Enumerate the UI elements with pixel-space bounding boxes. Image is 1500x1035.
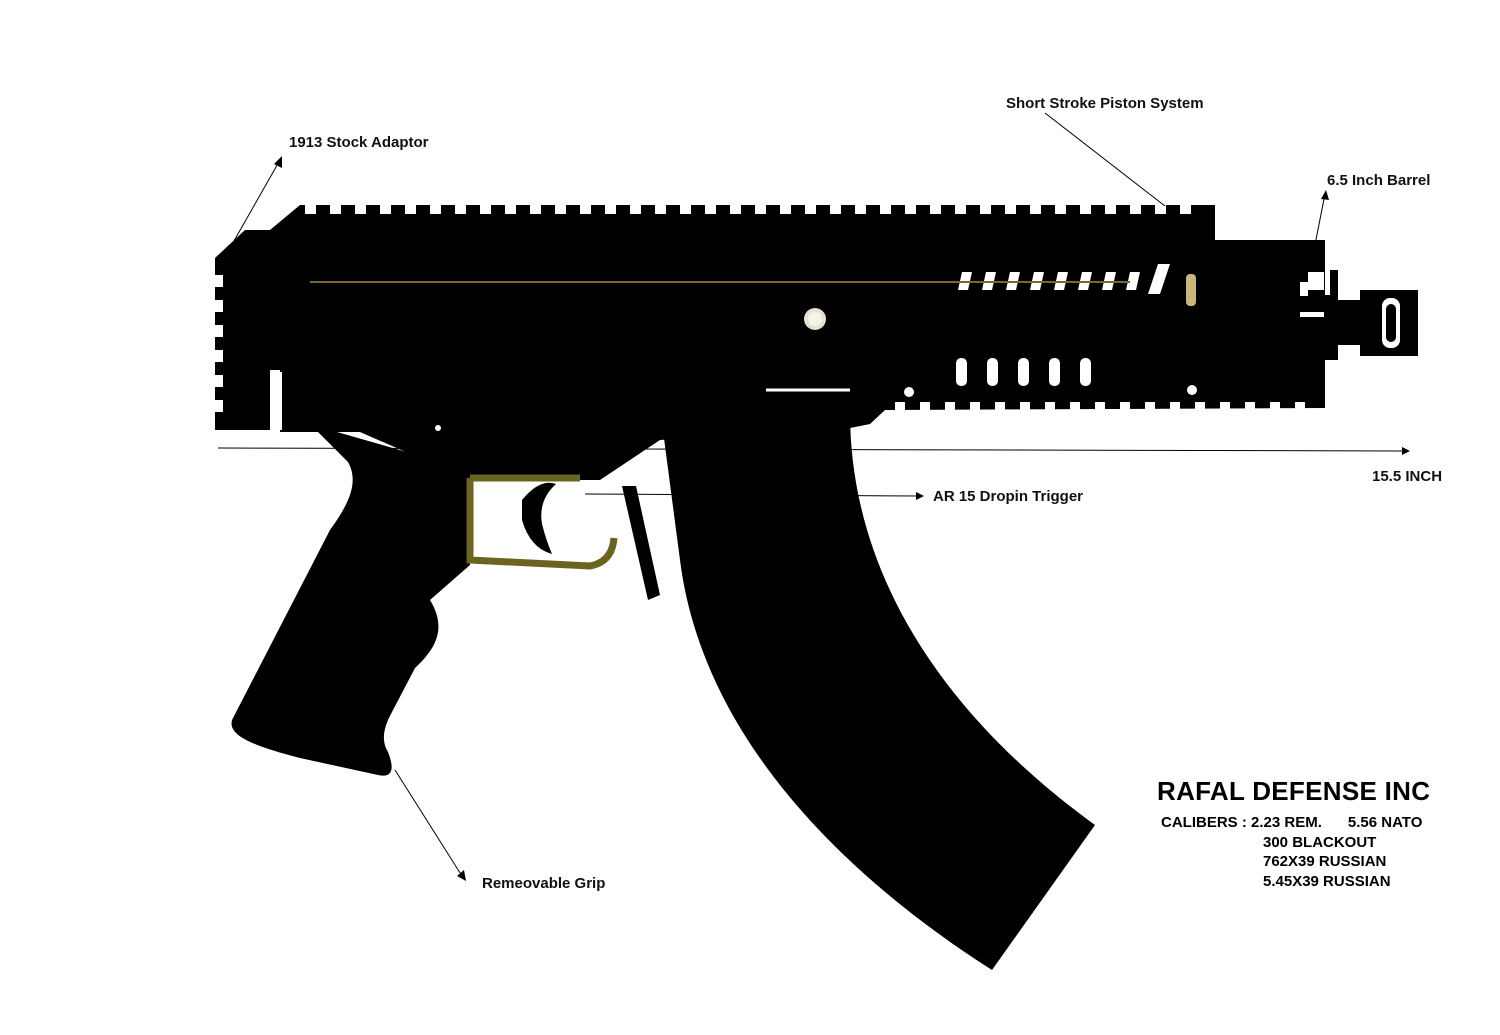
- trigger-opening: [478, 490, 612, 560]
- arrowheads: [274, 156, 1410, 881]
- pistol-grip: [231, 430, 470, 776]
- piston-system-label: Short Stroke Piston System: [1006, 95, 1204, 112]
- pin-hole: [904, 387, 914, 397]
- stock-adaptor-label: 1913 Stock Adaptor: [289, 134, 429, 151]
- calibers-row: CALIBERS : 2.23 REM. 5.56 NATO: [1161, 813, 1422, 833]
- receiver: [215, 205, 1325, 480]
- barrel-label: 6.5 Inch Barrel: [1327, 172, 1431, 189]
- caliber-item: 2.23 REM.: [1251, 814, 1322, 831]
- mag-release: [622, 486, 660, 600]
- caliber-item: 5.56 NATO: [1347, 814, 1423, 831]
- trigger-guard: [466, 474, 618, 570]
- stock-rail-teeth: [215, 275, 223, 412]
- front-sight-gap: [1308, 272, 1324, 290]
- company-name: RAFAL DEFENSE INC: [1157, 776, 1431, 806]
- barrel-slot: [1300, 282, 1308, 296]
- bottom-rail-notches: [895, 402, 1305, 410]
- grip-label: Remeovable Grip: [482, 875, 606, 892]
- caliber-item: 300 BLACKOUT: [1263, 833, 1377, 851]
- calibers-label: CALIBERS :: [1161, 814, 1247, 831]
- takedown-button-inner: [808, 312, 822, 326]
- gas-port: [1186, 274, 1196, 306]
- muzzle-slot: [1386, 304, 1396, 342]
- handguard-vents-lower: [956, 358, 1091, 386]
- caliber-item: 5.45X39 RUSSIAN: [1263, 872, 1391, 890]
- overall-length-label: 15.5 INCH: [1372, 468, 1443, 485]
- pin-hole: [1187, 385, 1197, 395]
- trigger: [522, 482, 556, 554]
- small-pin: [435, 425, 441, 431]
- barrel-slot: [1300, 312, 1324, 317]
- magazine: [660, 408, 1095, 970]
- caliber-item: 762X39 RUSSIAN: [1263, 853, 1387, 870]
- stock-cutout: [272, 372, 282, 430]
- leader-lines: [217, 112, 1406, 877]
- trigger-label: AR 15 Dropin Trigger: [933, 488, 1084, 505]
- top-rail-notches: [305, 205, 1191, 214]
- calibers-block: CALIBERS : 2.23 REM. 5.56 NATO 300 BLACKO…: [1161, 813, 1422, 891]
